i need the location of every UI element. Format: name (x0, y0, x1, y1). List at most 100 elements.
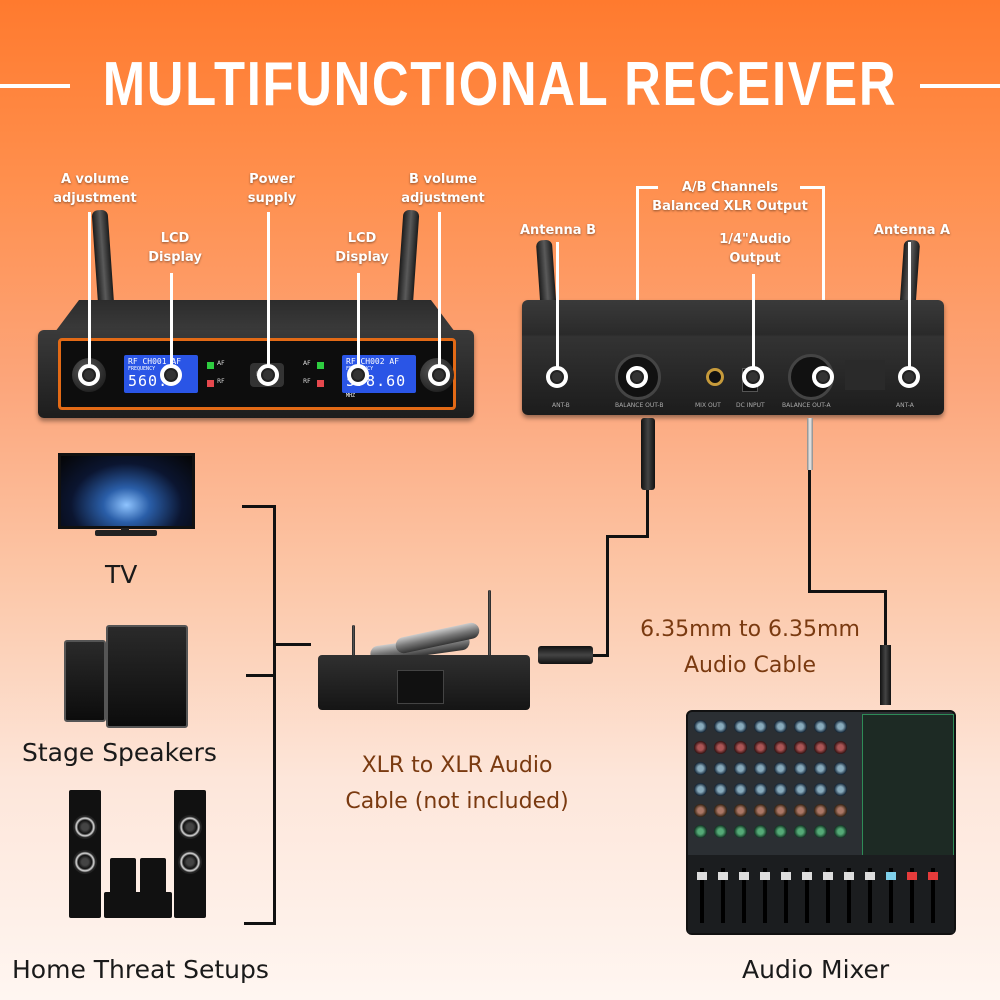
mixer-fader-cap[interactable] (865, 872, 875, 880)
mix-out-jack (706, 368, 724, 386)
xlr-bracket-left (636, 186, 658, 189)
xlr-bracket-left-drop (636, 186, 639, 376)
mixer-knob[interactable] (834, 804, 847, 817)
mixer-knob[interactable] (834, 720, 847, 733)
af-label-a: AF (217, 360, 225, 367)
mixer-knob[interactable] (794, 720, 807, 733)
mixer-knob[interactable] (834, 783, 847, 796)
mixer-knob[interactable] (814, 804, 827, 817)
mixer-knob[interactable] (834, 741, 847, 754)
mixer-knob[interactable] (694, 762, 707, 775)
mixer-knob[interactable] (774, 720, 787, 733)
mixer-knob[interactable] (774, 804, 787, 817)
trs-caption-line2: Audio Cable (684, 653, 816, 678)
mixer-knob[interactable] (714, 825, 727, 838)
mixer-fader-cap[interactable] (844, 872, 854, 880)
label-plate (845, 360, 885, 390)
mixer-knob[interactable] (834, 825, 847, 838)
mixer-knob[interactable] (754, 825, 767, 838)
mixer-knob[interactable] (794, 783, 807, 796)
mixer-knob[interactable] (734, 720, 747, 733)
mixer-knob[interactable] (754, 762, 767, 775)
mixer-fader-cap[interactable] (802, 872, 812, 880)
rf-label-a: RF (217, 378, 225, 385)
xlr-bracket-right (800, 186, 825, 189)
callout-audio-output: 1/4"Audio Output (719, 232, 791, 266)
mixer-fader-cap[interactable] (907, 872, 917, 880)
mixer-fader-cap[interactable] (739, 872, 749, 880)
lcd-a-frequency-label: FREQUENCY (128, 366, 156, 372)
leader-antenna-a (908, 242, 911, 372)
mixer-knob[interactable] (774, 741, 787, 754)
antenna-b-front (396, 209, 420, 311)
mixer-knob[interactable] (734, 804, 747, 817)
small-receiver-antenna-right (488, 590, 491, 660)
mixer-knob[interactable] (714, 720, 727, 733)
mixer-knob[interactable] (794, 741, 807, 754)
mixer-fader-cap[interactable] (886, 872, 896, 880)
marker-lcd-b (347, 364, 369, 386)
mixer-knob[interactable] (774, 783, 787, 796)
lcd-a-channel: CH001 (142, 357, 167, 366)
mixer-knob[interactable] (774, 762, 787, 775)
mixer-knob[interactable] (794, 804, 807, 817)
mixer-knob[interactable] (714, 804, 727, 817)
mixer-fader-cap[interactable] (760, 872, 770, 880)
mixer-knob[interactable] (754, 720, 767, 733)
mixer-fader-track (700, 868, 704, 923)
mixer-knob[interactable] (694, 741, 707, 754)
mixer-fader-cap[interactable] (697, 872, 707, 880)
front-receiver-top (55, 300, 455, 332)
leader-lcd-b (357, 273, 360, 370)
mixer-knob[interactable] (694, 783, 707, 796)
mixer-knob[interactable] (814, 720, 827, 733)
mixer-knob[interactable] (794, 762, 807, 775)
stage-speaker-right (106, 625, 188, 728)
trs-cable-seg1 (808, 470, 811, 592)
leader-a-volume (88, 212, 91, 372)
mixer-fader-cap[interactable] (718, 872, 728, 880)
mixer-knob[interactable] (694, 804, 707, 817)
mixer-knob[interactable] (794, 825, 807, 838)
mixer-knob[interactable] (814, 825, 827, 838)
port-label-mix-out: MIX OUT (695, 402, 721, 409)
mixer-knob[interactable] (734, 783, 747, 796)
tv-label: TV (105, 560, 138, 589)
tower-right-woofer-2 (178, 815, 202, 839)
mixer-knob[interactable] (734, 825, 747, 838)
xlr-cable-caption: XLR to XLR Audio Cable (not included) (312, 748, 602, 820)
trs-caption-line1: 6.35mm to 6.35mm (640, 617, 860, 642)
marker-power (257, 364, 279, 386)
trs-plug-bottom (880, 645, 891, 705)
mixer-knob[interactable] (694, 720, 707, 733)
small-receiver-antenna-left (352, 625, 355, 660)
mixer-knob[interactable] (714, 783, 727, 796)
satellite-speaker-left (110, 858, 136, 896)
mixer-fader-cap[interactable] (823, 872, 833, 880)
bracket-connector (273, 643, 311, 646)
mixer-knob[interactable] (774, 825, 787, 838)
mixer-knob[interactable] (754, 804, 767, 817)
mixer-fader-cap[interactable] (928, 872, 938, 880)
page-title: MULTIFUNCTIONAL RECEIVER (102, 50, 898, 119)
mixer-knob[interactable] (734, 741, 747, 754)
mixer-knob[interactable] (814, 741, 827, 754)
lcd-b-rf: RF (346, 357, 356, 366)
mixer-fader-section (688, 855, 954, 933)
mixer-fader-track (931, 868, 935, 923)
mixer-knob[interactable] (714, 741, 727, 754)
mixer-knob[interactable] (814, 762, 827, 775)
mixer-knob[interactable] (754, 741, 767, 754)
mixer-knob[interactable] (714, 762, 727, 775)
mixer-knob[interactable] (834, 762, 847, 775)
trs-cable-seg2 (808, 590, 886, 593)
audio-mixer-label: Audio Mixer (742, 955, 890, 984)
mixer-fader-cap[interactable] (781, 872, 791, 880)
mixer-knob[interactable] (754, 783, 767, 796)
mixer-fader-track (826, 868, 830, 923)
port-label-out-b: BALANCE OUT-B (615, 402, 664, 409)
mixer-knob[interactable] (814, 783, 827, 796)
mixer-knob[interactable] (694, 825, 707, 838)
xlr-cable-seg1 (646, 490, 649, 538)
mixer-knob[interactable] (734, 762, 747, 775)
